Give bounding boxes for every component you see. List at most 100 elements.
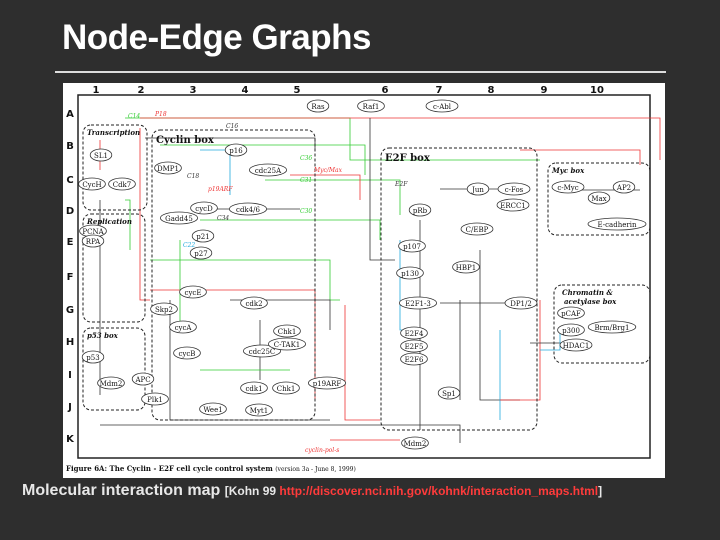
protein-node-label: cycB <box>179 350 196 358</box>
column-label: 8 <box>488 85 495 96</box>
protein-node <box>141 392 169 406</box>
protein-node <box>460 222 494 236</box>
protein-node-label: cdk4/6 <box>236 206 260 214</box>
protein-node <box>191 229 215 243</box>
module-box <box>82 213 146 323</box>
protein-node <box>160 211 199 225</box>
edge-label: C36 <box>300 155 312 162</box>
protein-node <box>81 234 105 248</box>
row-label: D <box>66 206 74 217</box>
module-box-title: E2F box <box>385 153 431 164</box>
slide-caption: Molecular interaction map [Kohn 99 http:… <box>22 480 712 502</box>
protein-node <box>559 338 593 352</box>
protein-node-label: E2F6 <box>405 356 424 364</box>
module-box-title: Chromatin & <box>562 288 613 297</box>
protein-node <box>306 99 330 113</box>
protein-node-label: Plk1 <box>147 396 163 404</box>
protein-node <box>307 376 346 390</box>
edge-label: P18 <box>154 111 167 118</box>
protein-node-label: cdk2 <box>245 300 262 308</box>
slide-title: Node-Edge Graphs <box>62 18 371 57</box>
protein-node <box>497 182 531 196</box>
interaction-edge <box>140 117 661 160</box>
protein-node-label: Chk1 <box>277 385 296 393</box>
protein-node-label: cycA <box>175 324 193 332</box>
protein-node-label: E2F1-3 <box>405 300 431 308</box>
interaction-edge <box>150 259 340 301</box>
protein-node-label: pCAF <box>561 310 581 318</box>
protein-node-label: Ras <box>311 103 325 111</box>
column-label: 6 <box>382 85 389 96</box>
column-label: 7 <box>436 85 443 96</box>
protein-node <box>272 381 300 395</box>
protein-node <box>437 386 461 400</box>
interaction-edge <box>160 144 366 175</box>
edge-label: C14 <box>128 113 140 120</box>
protein-node <box>245 403 273 417</box>
protein-node-label: SL1 <box>94 152 108 160</box>
protein-node-label: C-TAK1 <box>274 341 301 349</box>
protein-node <box>496 198 530 212</box>
protein-node <box>400 352 428 366</box>
row-label: A <box>66 109 74 120</box>
protein-node <box>466 182 490 196</box>
protein-node-label: Gadd45 <box>165 215 193 223</box>
caption-url-link[interactable]: http://discover.nci.nih.gov/kohnk/intera… <box>279 484 599 498</box>
protein-node-label: c-Myc <box>557 184 578 192</box>
caption-ref-close: ] <box>598 484 603 498</box>
protein-node <box>199 402 227 416</box>
protein-node <box>240 296 268 310</box>
protein-node-label: Raf1 <box>363 103 380 111</box>
protein-node-label: RPA <box>86 238 101 246</box>
row-label: H <box>66 337 74 348</box>
edge-label: E2F <box>394 181 408 188</box>
protein-node <box>78 177 106 191</box>
column-label: 4 <box>242 85 249 96</box>
protein-node-label: C/EBP <box>466 226 489 234</box>
protein-node <box>273 324 301 338</box>
edge-label: C31 <box>300 177 312 184</box>
interaction-edge <box>139 128 150 301</box>
protein-node <box>400 339 428 353</box>
protein-node-label: p16 <box>229 147 243 155</box>
protein-node-label: p107 <box>403 243 421 251</box>
protein-node <box>189 246 213 260</box>
protein-node-label: E2F5 <box>405 343 424 351</box>
interaction-edge <box>344 305 380 421</box>
protein-node <box>587 320 637 334</box>
protein-node-label: HDAC1 <box>563 342 590 350</box>
protein-node-label: Mdm2 <box>100 380 123 388</box>
column-label: 9 <box>541 85 548 96</box>
module-box-title: Transcription <box>87 128 140 137</box>
protein-node-label: cdc25A <box>255 167 282 175</box>
protein-node <box>154 161 182 175</box>
protein-node-label: p53 <box>86 354 99 362</box>
protein-node <box>425 99 459 113</box>
protein-node <box>97 376 125 390</box>
protein-node-label: APC <box>134 376 150 384</box>
protein-node-label: ERCC1 <box>500 202 526 210</box>
title-divider <box>55 71 666 73</box>
row-label: C <box>66 175 73 186</box>
caption-main: Molecular interaction map <box>22 482 221 499</box>
protein-node-label: c-Abl <box>433 103 452 111</box>
protein-node <box>81 350 105 364</box>
protein-node <box>169 320 197 334</box>
column-label: 1 <box>93 85 100 96</box>
protein-node <box>267 337 306 351</box>
protein-node-label: DMP1 <box>157 165 179 173</box>
interaction-edge <box>265 179 401 215</box>
protein-node <box>400 326 428 340</box>
row-label: J <box>67 402 72 413</box>
row-label: F <box>67 272 74 283</box>
column-label: 10 <box>590 85 604 96</box>
protein-node-label: CycH <box>82 181 101 189</box>
protein-node-label: Myt1 <box>250 407 268 415</box>
protein-node <box>242 344 281 358</box>
protein-node <box>396 266 424 280</box>
protein-node-label: cycE <box>185 289 202 297</box>
protein-node-label: p19ARF <box>313 380 342 388</box>
edge-label: C30 <box>300 208 312 215</box>
protein-node-label: Max <box>591 195 606 203</box>
